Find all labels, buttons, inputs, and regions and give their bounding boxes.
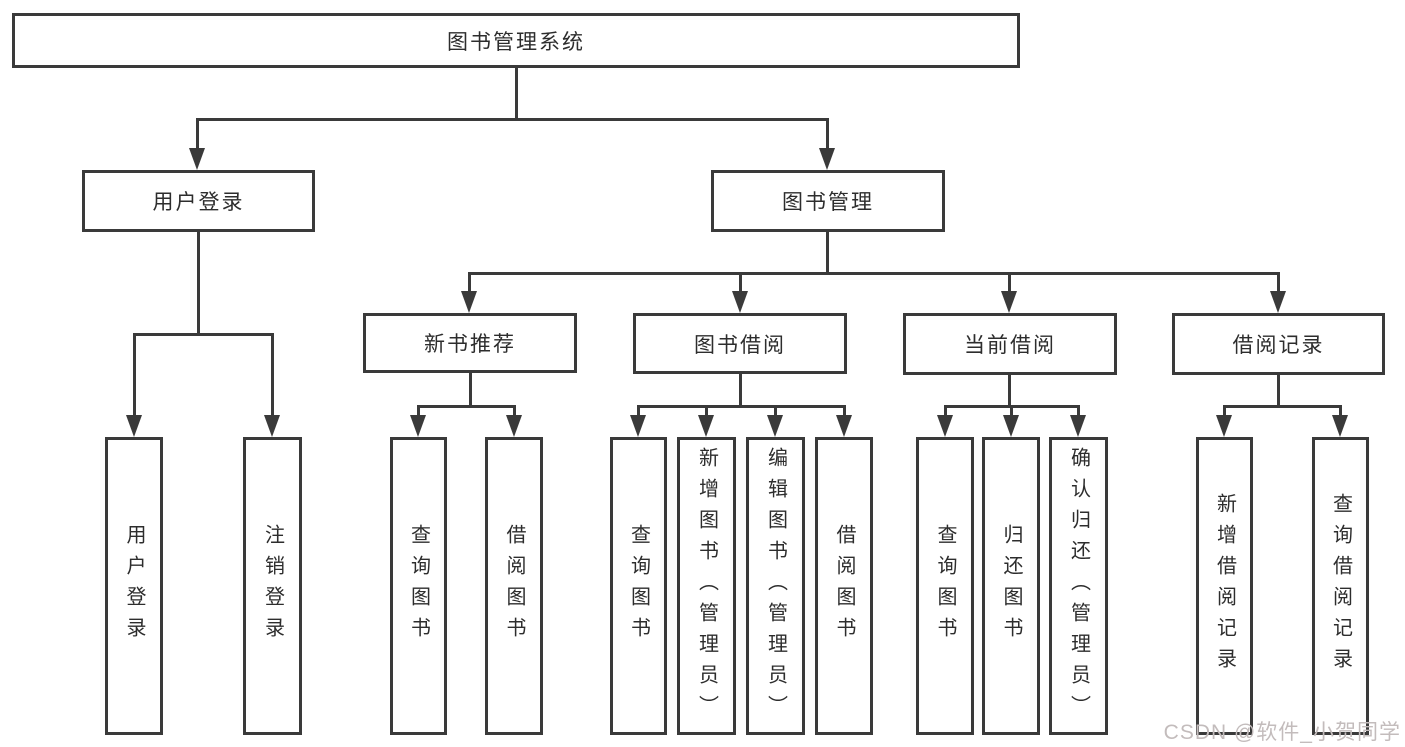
node-label: 图书借阅 xyxy=(694,333,786,357)
node-label: 用户登录 xyxy=(152,191,245,214)
connector-branch-borrow-records xyxy=(1277,272,1280,294)
arrow-to-new-books xyxy=(461,291,477,313)
leaf-label: 确认归还（管理员） xyxy=(1067,446,1090,726)
node-current-borrowing: 当前借阅 xyxy=(903,313,1117,375)
leaf-add-borrow-record: 新增借阅记录 xyxy=(1196,437,1253,735)
node-label: 新书推荐 xyxy=(424,333,516,356)
leaf-query-books-1: 查询图书 xyxy=(390,437,447,735)
leaf-label: 注销登录 xyxy=(261,524,284,648)
node-root-library-system: 图书管理系统 xyxy=(12,13,1020,68)
node-new-book-recommend: 新书推荐 xyxy=(363,313,577,373)
leaf-query-books-3: 查询图书 xyxy=(916,437,974,735)
leaf-edit-books-admin: 编辑图书（管理员） xyxy=(746,437,805,735)
connector-borrow-records-stem xyxy=(1277,374,1280,408)
node-book-management: 图书管理 xyxy=(711,170,945,232)
leaf-return-books: 归还图书 xyxy=(982,437,1040,735)
connector-root-bus xyxy=(196,118,829,121)
arrow-to-logout-leaf xyxy=(264,415,280,437)
connector-branch xyxy=(637,405,640,417)
connector-branch xyxy=(1077,405,1080,417)
arrow-to-leaf xyxy=(767,415,783,437)
connector-branch xyxy=(774,405,777,417)
connector-branch xyxy=(843,405,846,417)
connector-book-mgmt-bus xyxy=(468,272,1280,275)
node-book-borrowing: 图书借阅 xyxy=(633,313,847,374)
connector-branch xyxy=(705,405,708,417)
arrow-to-book-mgmt xyxy=(819,148,835,170)
connector-branch xyxy=(1223,405,1226,417)
arrow-to-leaf xyxy=(937,415,953,437)
connector-branch xyxy=(513,405,516,417)
arrow-to-leaf xyxy=(836,415,852,437)
leaf-confirm-return-admin: 确认归还（管理员） xyxy=(1049,437,1108,735)
connector-branch xyxy=(1339,405,1342,417)
connector-branch-new-books xyxy=(468,272,471,294)
leaf-label: 新增图书（管理员） xyxy=(695,446,718,726)
leaf-query-books-2: 查询图书 xyxy=(610,437,667,735)
connector-branch xyxy=(1010,405,1013,417)
connector-current-borrow-stem xyxy=(1008,374,1011,408)
node-borrowing-records: 借阅记录 xyxy=(1172,313,1385,375)
leaf-label: 新增借阅记录 xyxy=(1213,493,1236,679)
leaf-borrow-books-1: 借阅图书 xyxy=(485,437,543,735)
connector-branch xyxy=(417,405,420,417)
leaf-label: 查询图书 xyxy=(934,524,956,648)
arrow-to-user-login xyxy=(189,148,205,170)
arrow-to-leaf xyxy=(506,415,522,437)
node-label: 图书管理系统 xyxy=(447,30,585,54)
arrow-to-leaf xyxy=(698,415,714,437)
connector-branch-login-leaf xyxy=(133,333,136,417)
node-label: 图书管理 xyxy=(782,191,874,214)
leaf-user-login: 用户登录 xyxy=(105,437,163,735)
connector-branch-user-login xyxy=(196,118,199,152)
leaf-query-borrow-record: 查询借阅记录 xyxy=(1312,437,1369,735)
connector-new-books-bus xyxy=(417,405,516,408)
arrow-to-leaf xyxy=(1332,415,1348,437)
leaf-add-books-admin: 新增图书（管理员） xyxy=(677,437,736,735)
node-user-login: 用户登录 xyxy=(82,170,315,232)
arrow-to-leaf xyxy=(1070,415,1086,437)
connector-root-stem xyxy=(515,68,518,120)
leaf-label: 查询图书 xyxy=(627,524,650,648)
connector-branch-book-borrow xyxy=(739,272,742,294)
leaf-label: 借阅图书 xyxy=(833,524,855,648)
leaf-label: 查询图书 xyxy=(407,524,430,648)
connector-branch-logout-leaf xyxy=(271,333,274,417)
arrow-to-book-borrow xyxy=(732,291,748,313)
arrow-to-current-borrow xyxy=(1001,291,1017,313)
node-label: 借阅记录 xyxy=(1232,334,1325,357)
connector-book-borrow-bus xyxy=(637,405,846,408)
leaf-label: 查询借阅记录 xyxy=(1329,493,1352,679)
leaf-label: 用户登录 xyxy=(123,524,145,648)
connector-branch-current-borrow xyxy=(1008,272,1011,294)
arrow-to-leaf xyxy=(410,415,426,437)
arrow-to-login-leaf xyxy=(126,415,142,437)
arrow-to-leaf xyxy=(1003,415,1019,437)
leaf-label: 归还图书 xyxy=(1000,524,1022,648)
leaf-logout: 注销登录 xyxy=(243,437,302,735)
connector-book-borrow-stem xyxy=(739,373,742,408)
connector-user-login-bus xyxy=(133,333,274,336)
arrow-to-borrow-records xyxy=(1270,291,1286,313)
leaf-label: 编辑图书（管理员） xyxy=(764,446,787,726)
connector-branch xyxy=(944,405,947,417)
node-label: 当前借阅 xyxy=(964,334,1056,357)
connector-book-mgmt-stem xyxy=(826,232,829,275)
arrow-to-leaf xyxy=(1216,415,1232,437)
arrow-to-leaf xyxy=(630,415,646,437)
leaf-label: 借阅图书 xyxy=(503,524,525,648)
leaf-borrow-books-2: 借阅图书 xyxy=(815,437,873,735)
connector-borrow-records-bus xyxy=(1223,405,1342,408)
connector-user-login-stem xyxy=(197,232,200,336)
connector-new-books-stem xyxy=(469,372,472,408)
connector-branch-book-mgmt xyxy=(826,118,829,152)
